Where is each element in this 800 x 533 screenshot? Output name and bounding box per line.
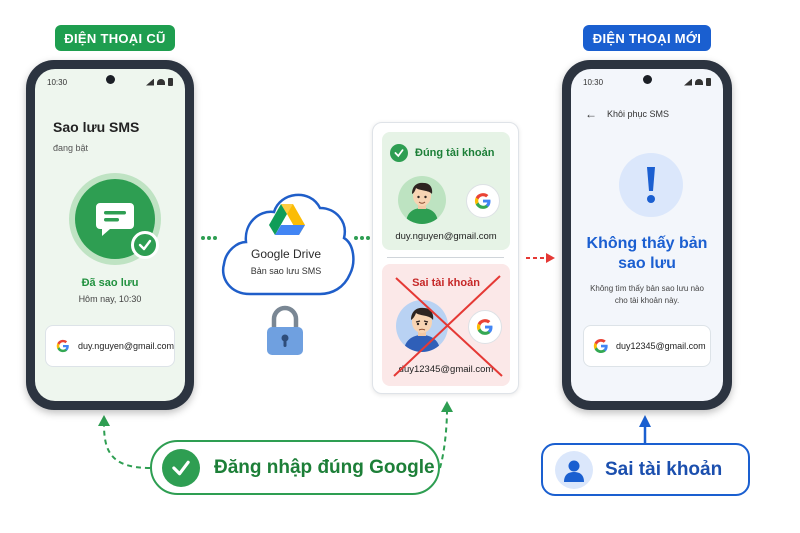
google-icon: [56, 339, 69, 353]
google-icon: [466, 184, 500, 218]
user-icon: [555, 450, 593, 489]
wrong-account-label: Sai tài khoản: [412, 277, 480, 289]
backup-time: Hôm nay, 10:30: [78, 294, 142, 304]
check-icon: [162, 448, 200, 487]
backup-status[interactable]: đang bật: [53, 143, 89, 153]
wrong-account-callout: Sai tài khoản: [541, 443, 750, 496]
google-icon: [593, 339, 608, 353]
camera: [642, 75, 652, 84]
drive-subtitle: Bản sao lưu SMS: [250, 266, 322, 276]
drive-title: Google Drive: [250, 247, 322, 261]
status-icons: [684, 78, 711, 86]
check-icon: [131, 231, 159, 259]
drive-logo-icon: [269, 204, 305, 235]
divider: [387, 257, 504, 258]
wrong-account-panel: Sai tài khoản duy12345@gmail.com: [382, 264, 510, 386]
correct-login-callout: Đăng nhập đúng Google: [150, 440, 440, 495]
google-icon: [468, 310, 502, 344]
new-phone: 10:30 ← Khôi phục SMS Không thấy bản sao…: [562, 60, 732, 410]
correct-account-header: Đúng tài khoản: [390, 144, 494, 162]
wrong-account-text: Sai tài khoản: [605, 458, 723, 480]
account-chip[interactable]: duy.nguyen@gmail.com: [45, 325, 175, 367]
user-avatar-icon: [396, 300, 448, 352]
correct-account-label: Đúng tài khoản: [415, 147, 495, 159]
correct-login-text: Đăng nhập đúng Google: [214, 456, 435, 478]
check-icon: [390, 144, 408, 162]
new-phone-screen: 10:30 ← Khôi phục SMS Không thấy bản sao…: [571, 69, 723, 401]
account-email: duy12345@gmail.com: [616, 341, 706, 351]
account-comparison-card: Đúng tài khoản duy.nguyen@gmail.com: [372, 122, 519, 394]
old-phone-screen: 10:30 Sao lưu SMS đang bật Đã sao lưu Hô…: [35, 69, 185, 401]
wrong-account-email: duy12345@gmail.com: [398, 364, 494, 375]
correct-account-email: duy.nguyen@gmail.com: [395, 231, 497, 242]
account-email: duy.nguyen@gmail.com: [77, 341, 174, 351]
backup-title: Sao lưu SMS: [53, 119, 140, 135]
cross-out-icon: [393, 275, 503, 377]
old-phone: 10:30 Sao lưu SMS đang bật Đã sao lưu Hô…: [26, 60, 194, 410]
battery-icon: [706, 78, 711, 86]
backup-done: Đã sao lưu: [81, 277, 139, 289]
signal-icon: [684, 78, 692, 86]
wifi-icon: [157, 79, 165, 85]
camera: [105, 75, 115, 84]
cloud-icon: [221, 193, 355, 296]
google-drive-cloud: Google Drive Bản sao lưu SMS: [216, 170, 356, 305]
not-found-description: Không tìm thấy bản sao lưu nào cho tài k…: [590, 284, 704, 305]
new-phone-label: ĐIỆN THOẠI MỚI: [583, 25, 711, 51]
status-bar: 10:30: [583, 75, 711, 89]
battery-icon: [168, 78, 173, 86]
back-arrow-icon[interactable]: ←: [585, 107, 597, 121]
status-bar: 10:30: [47, 75, 173, 89]
correct-account-panel: Đúng tài khoản duy.nguyen@gmail.com: [382, 132, 510, 250]
signal-icon: [146, 78, 154, 86]
old-phone-label: ĐIỆN THOẠI CŨ: [55, 25, 175, 51]
user-avatar-icon: [398, 176, 446, 224]
status-time: 10:30: [47, 77, 68, 87]
wifi-icon: [695, 79, 703, 85]
not-found-heading: Không thấy bản sao lưu: [586, 235, 708, 272]
restore-title: Khôi phục SMS: [607, 109, 670, 119]
status-time: 10:30: [583, 77, 604, 87]
account-chip[interactable]: duy12345@gmail.com: [583, 325, 711, 367]
status-icons: [146, 78, 173, 86]
alert-icon: [619, 153, 683, 217]
lock-icon: [267, 305, 303, 355]
